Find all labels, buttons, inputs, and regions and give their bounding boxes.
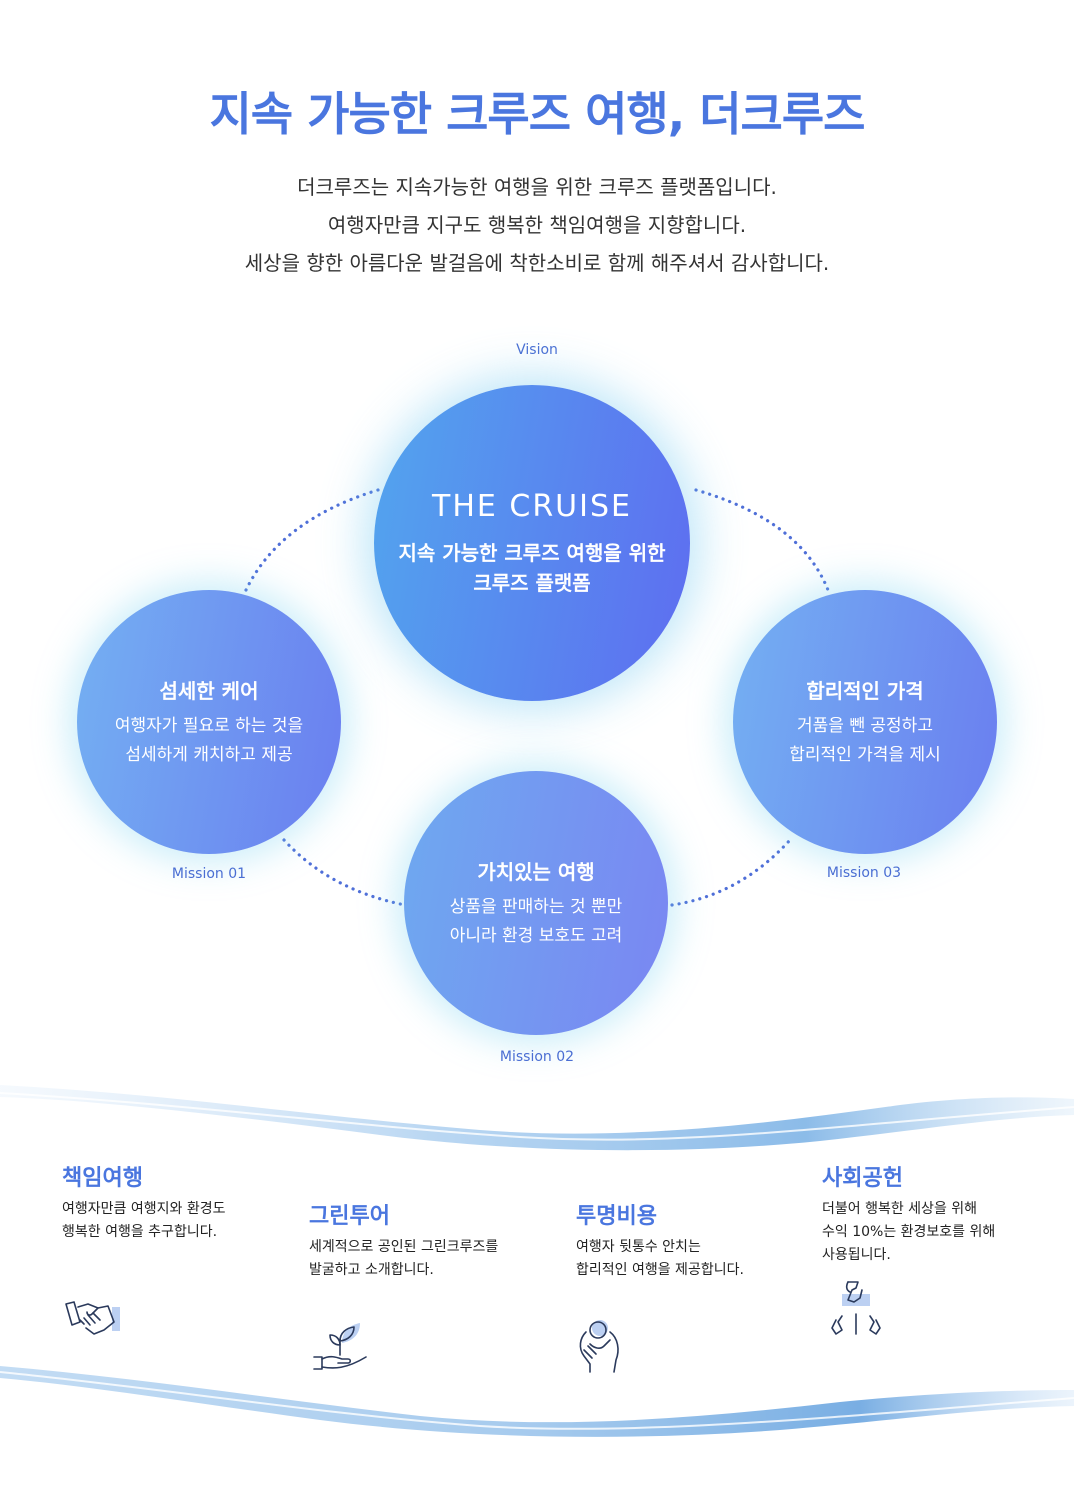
plant-hand-icon xyxy=(313,1323,367,1370)
connector-vision-mission03 xyxy=(694,488,830,592)
mission-02-label: Mission 02 xyxy=(499,1049,575,1065)
value-line: 행복한 여행을 추구합니다. xyxy=(62,1224,218,1240)
intro-line: 여행자만큼 지구도 행복한 책임여행을 지향합니다. xyxy=(327,213,747,237)
dotted-connectors xyxy=(244,488,830,907)
value-title: 책임여행 xyxy=(62,1166,143,1191)
coin-hand-icon xyxy=(579,1320,619,1373)
value-title: 그린투어 xyxy=(309,1204,390,1229)
mission-01-label: Mission 01 xyxy=(171,866,247,882)
water-wave-top xyxy=(0,1085,1074,1151)
vision-title: THE CRUISE xyxy=(432,488,632,524)
value-line: 합리적인 여행을 제공합니다. xyxy=(576,1262,744,1278)
value-desc: 여행자만큼 여행지와 환경도 행복한 여행을 추구합니다. xyxy=(62,1198,225,1244)
value-line: 여행자만큼 여행지와 환경도 xyxy=(62,1201,226,1217)
value-line: 발굴하고 소개합니다. xyxy=(309,1262,434,1278)
mission-title: 섬세한 케어 xyxy=(159,678,259,703)
connector-mission01-mission02 xyxy=(282,838,407,907)
value-desc: 더불어 행복한 세상을 위해 수익 10%는 환경보호를 위해 사용됩니다. xyxy=(822,1198,995,1267)
water-wave-bottom xyxy=(0,1366,1074,1437)
value-line: 세계적으로 공인된 그린크루즈를 xyxy=(309,1239,499,1255)
mission-03-label: Mission 03 xyxy=(826,865,902,881)
mission-line: 상품을 판매하는 것 뿐만 xyxy=(449,896,623,917)
value-title: 투명비용 xyxy=(576,1204,657,1229)
value-line: 수익 10%는 환경보호를 위해 xyxy=(822,1224,996,1240)
intro-text: 더크루즈는 지속가능한 여행을 위한 크루즈 플랫폼입니다. 여행자만큼 지구도… xyxy=(0,168,1074,282)
value-line: 여행자 뒷통수 안치는 xyxy=(576,1239,701,1255)
mission-line: 섬세하게 캐치하고 제공 xyxy=(125,744,293,765)
mission-title: 합리적인 가격 xyxy=(806,678,924,703)
intro-line: 세상을 향한 아름다운 발걸음에 착한소비로 함께 해주셔서 감사합니다. xyxy=(244,251,830,275)
vision-line: 크루즈 플랫폼 xyxy=(473,570,591,595)
mission-line: 거품을 뺀 공정하고 xyxy=(797,715,933,736)
connector-vision-mission01 xyxy=(244,488,380,592)
value-line: 사용됩니다. xyxy=(822,1247,891,1263)
mission-01-circle: 섬세한 케어 여행자가 필요로 하는 것을 섬세하게 캐치하고 제공 xyxy=(77,590,341,854)
vision-line: 지속 가능한 크루즈 여행을 위한 xyxy=(398,540,666,565)
mission-title: 가치있는 여행 xyxy=(477,859,595,884)
intro-line: 더크루즈는 지속가능한 여행을 위한 크루즈 플랫폼입니다. xyxy=(297,175,777,199)
mission-02-circle: 가치있는 여행 상품을 판매하는 것 뿐만 아니라 환경 보호도 고려 xyxy=(404,771,668,1035)
connector-mission02-mission03 xyxy=(670,838,792,907)
value-desc: 여행자 뒷통수 안치는 합리적인 여행을 제공합니다. xyxy=(576,1236,744,1282)
value-title: 사회공헌 xyxy=(822,1166,903,1191)
page-title: 지속 가능한 크루즈 여행, 더크루즈 xyxy=(209,87,865,141)
value-line: 더불어 행복한 세상을 위해 xyxy=(822,1201,978,1217)
mission-line: 합리적인 가격을 제시 xyxy=(789,744,941,765)
value-desc: 세계적으로 공인된 그린크루즈를 발굴하고 소개합니다. xyxy=(309,1236,498,1282)
mission-line: 아니라 환경 보호도 고려 xyxy=(449,925,623,946)
mission-line: 여행자가 필요로 하는 것을 xyxy=(114,715,304,736)
mission-03-circle: 합리적인 가격 거품을 뺀 공정하고 합리적인 가격을 제시 xyxy=(733,590,997,854)
vision-circle: THE CRUISE 지속 가능한 크루즈 여행을 위한 크루즈 플랫폼 xyxy=(374,385,690,701)
handshake-icon xyxy=(65,1301,120,1335)
charity-hands-icon xyxy=(831,1281,881,1335)
vision-label: Vision xyxy=(516,342,558,358)
